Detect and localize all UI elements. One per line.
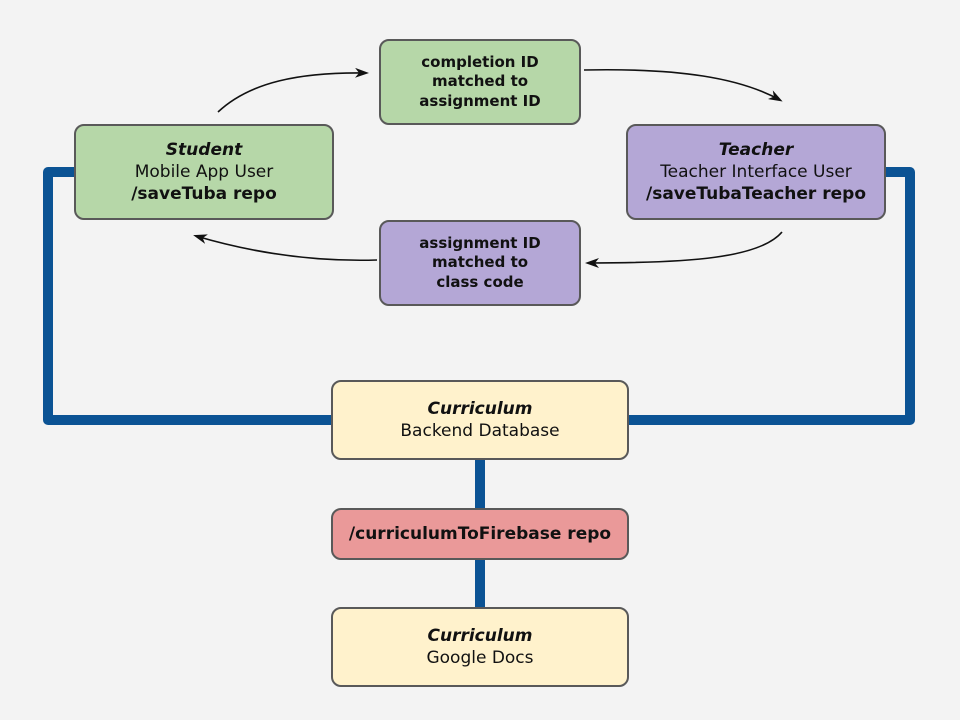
teacher-to-backend-connector: [629, 167, 915, 425]
student-title: Student: [165, 139, 243, 160]
curriculum-repo-label: /curriculumToFirebase repo: [348, 523, 612, 544]
arrow-student-to-completion: [217, 67, 369, 113]
student-subtitle: Mobile App User: [134, 161, 274, 182]
student-repo: /saveTuba repo: [131, 184, 277, 205]
assignment-match-node: assignment ID matched to class code: [379, 220, 581, 306]
curriculum-repo-node: /curriculumToFirebase repo: [331, 508, 629, 560]
student-node: Student Mobile App User /saveTuba repo: [74, 124, 334, 220]
assignment-line-3: class code: [436, 272, 524, 291]
completion-line-2: matched to: [431, 72, 529, 91]
backend-title: Curriculum: [427, 398, 533, 419]
student-to-backend-connector: [43, 167, 331, 425]
docs-subtitle: Google Docs: [426, 648, 534, 668]
assignment-line-2: matched to: [431, 253, 529, 272]
arrow-teacher-to-assignment: [585, 231, 783, 268]
docs-title: Curriculum: [427, 625, 533, 646]
arrow-assignment-to-student: [193, 234, 378, 262]
completion-match-node: completion ID matched to assignment ID: [379, 39, 581, 125]
arrow-completion-to-teacher: [583, 68, 783, 102]
curriculum-docs-node: Curriculum Google Docs: [331, 607, 629, 687]
teacher-repo: /saveTubaTeacher repo: [646, 184, 866, 205]
teacher-subtitle: Teacher Interface User: [660, 161, 852, 182]
completion-line-1: completion ID: [421, 52, 539, 71]
completion-line-3: assignment ID: [419, 91, 541, 110]
curriculum-backend-node: Curriculum Backend Database: [331, 380, 629, 460]
backend-subtitle: Backend Database: [400, 421, 560, 441]
assignment-line-1: assignment ID: [419, 233, 541, 252]
teacher-node: Teacher Teacher Interface User /saveTuba…: [626, 124, 886, 220]
teacher-title: Teacher: [718, 139, 794, 160]
